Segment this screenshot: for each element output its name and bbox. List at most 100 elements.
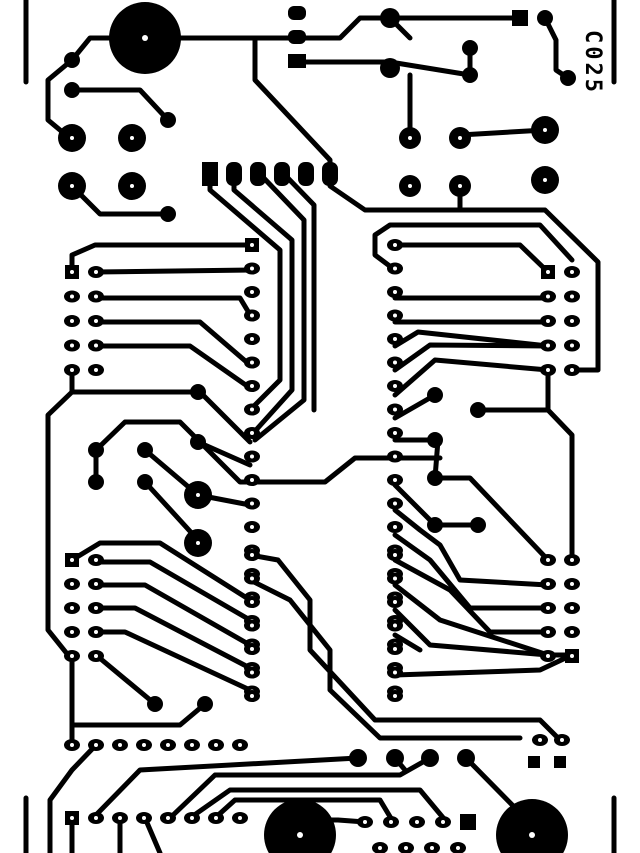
drill-hole — [393, 360, 397, 365]
drill-hole — [430, 846, 434, 850]
drill-hole — [570, 343, 574, 348]
drill-hole — [546, 294, 550, 299]
drill-hole — [118, 743, 122, 747]
drill-hole — [94, 343, 98, 348]
drill-hole — [250, 623, 254, 628]
drill-hole — [570, 630, 574, 634]
drill-hole — [94, 270, 98, 274]
drill-hole — [393, 525, 397, 529]
drill-hole — [441, 820, 445, 824]
drill-hole — [393, 243, 397, 247]
drill-hole — [546, 270, 550, 274]
drill-hole — [250, 694, 254, 698]
board-edge-marks — [23, 0, 617, 853]
drill-hole — [415, 820, 419, 824]
drill-hole — [118, 816, 122, 820]
drill-hole — [250, 407, 254, 412]
drill-hole — [250, 290, 254, 294]
drill-hole — [250, 501, 254, 506]
drill-hole — [250, 360, 254, 365]
drill-hole — [570, 582, 574, 586]
drill-hole — [190, 816, 194, 820]
drill-hole — [142, 816, 146, 820]
drill-hole — [456, 846, 460, 850]
drill-hole — [546, 654, 550, 658]
drill-hole — [94, 816, 98, 820]
drill-hole — [250, 384, 254, 388]
drill-hole — [190, 743, 194, 747]
drill-hole — [250, 553, 254, 557]
drill-hole — [70, 558, 74, 562]
drill-hole — [250, 243, 254, 247]
drill-hole — [94, 582, 98, 586]
drill-hole — [538, 738, 542, 742]
drill-hole — [94, 654, 98, 658]
drill-hole — [250, 266, 254, 271]
drill-hole — [250, 431, 254, 435]
drill-hole — [94, 743, 98, 747]
drill-hole — [546, 558, 550, 562]
drill-hole — [238, 743, 242, 747]
drill-hole — [214, 816, 218, 820]
mounting-pads — [109, 2, 568, 853]
drill-hole — [570, 368, 574, 372]
drill-hole — [250, 647, 254, 651]
square-pads — [202, 6, 566, 830]
drill-hole — [546, 343, 550, 348]
drill-hole — [70, 654, 74, 658]
drill-hole — [393, 431, 397, 435]
drill-hole — [70, 294, 74, 299]
drill-hole — [393, 290, 397, 294]
drill-hole — [94, 294, 98, 299]
drill-hole — [70, 319, 74, 323]
drill-hole — [393, 647, 397, 651]
drill-hole — [546, 319, 550, 323]
drill-hole — [546, 582, 550, 586]
board-label: C025 — [580, 30, 605, 95]
drill-hole — [70, 368, 74, 372]
drill-hole — [94, 630, 98, 634]
component-pads — [58, 8, 576, 767]
drill-hole — [238, 816, 242, 820]
drill-hole — [393, 623, 397, 628]
ic-socket-pins — [244, 238, 403, 702]
drill-hole — [393, 266, 397, 271]
drill-hole — [70, 270, 74, 274]
drill-hole — [393, 407, 397, 412]
drill-hole — [166, 743, 170, 747]
drill-hole — [393, 454, 397, 459]
connector-header-pins — [64, 265, 580, 853]
drill-hole — [570, 294, 574, 299]
drill-hole — [70, 343, 74, 348]
drill-hole — [70, 606, 74, 610]
drill-hole — [70, 816, 74, 820]
drill-hole — [393, 600, 397, 604]
drill-hole — [94, 368, 98, 372]
drill-hole — [250, 454, 254, 459]
drill-hole — [546, 630, 550, 634]
drill-hole — [570, 270, 574, 274]
drill-hole — [546, 368, 550, 372]
drill-hole — [546, 606, 550, 610]
drill-hole — [570, 558, 574, 562]
drill-hole — [393, 501, 397, 506]
drill-hole — [363, 820, 367, 824]
drill-hole — [570, 319, 574, 323]
drill-hole — [214, 743, 218, 747]
drill-hole — [404, 846, 408, 850]
drill-hole — [393, 694, 397, 698]
drill-hole — [560, 738, 564, 742]
drill-hole — [94, 606, 98, 610]
drill-hole — [70, 582, 74, 586]
drill-hole — [393, 384, 397, 388]
drill-hole — [393, 478, 397, 482]
drill-hole — [250, 600, 254, 604]
drill-hole — [389, 820, 393, 824]
drill-hole — [393, 337, 397, 341]
drill-hole — [570, 654, 574, 658]
drill-hole — [393, 670, 397, 675]
drill-hole — [94, 319, 98, 323]
drill-hole — [250, 478, 254, 482]
drill-hole — [250, 337, 254, 341]
